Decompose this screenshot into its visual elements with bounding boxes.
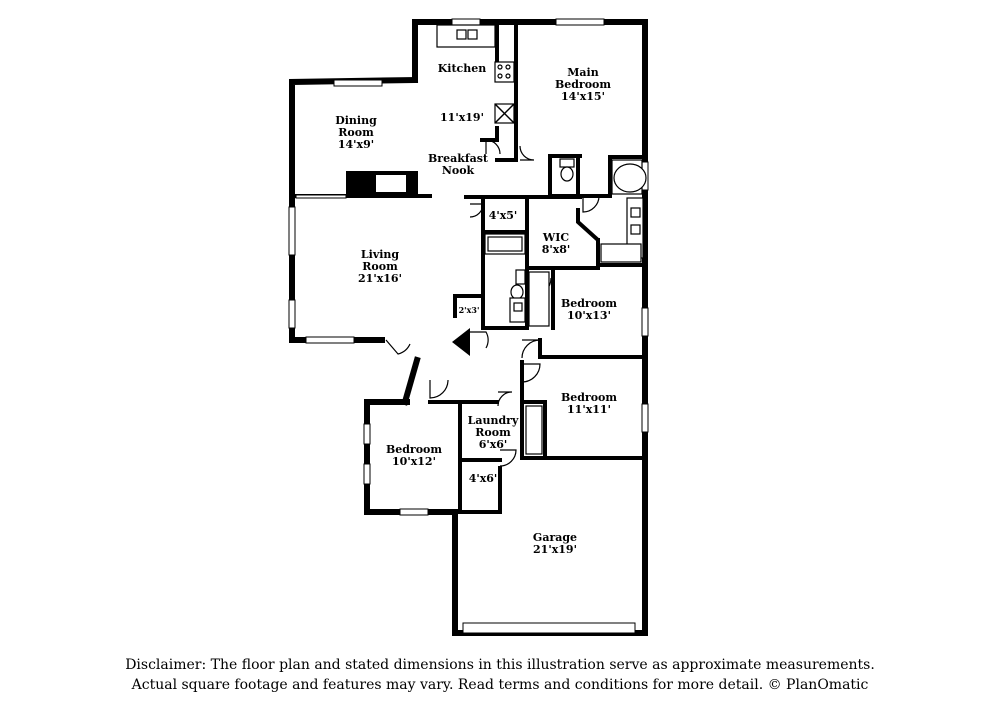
closet-4x6-size: 4'x6' <box>469 472 498 485</box>
floor-plan: Kitchen 11'x19' Main Bedroom 14'x15' Din… <box>288 18 649 636</box>
room-labels: Kitchen 11'x19' Main Bedroom 14'x15' Din… <box>335 62 617 556</box>
bath-fixtures <box>484 158 647 323</box>
bedroom-4-size: 10'x12' <box>392 455 436 468</box>
disclaimer: Disclaimer: The floor plan and stated di… <box>0 655 1000 695</box>
wic-size: 8'x8' <box>542 243 571 256</box>
laundry-size: 6'x6' <box>479 438 508 451</box>
bedroom-3-size: 11'x11' <box>567 403 611 416</box>
dining-name-2: Room <box>338 126 374 139</box>
living-name-2: Room <box>362 260 398 273</box>
laundry-name-1: Laundry <box>468 414 519 427</box>
kitchen-name: Kitchen <box>438 62 487 75</box>
garage-size: 21'x19' <box>533 543 577 556</box>
main-bedroom-name-1: Main <box>567 66 598 79</box>
main-bedroom-name-2: Bedroom <box>555 78 611 91</box>
water-heater <box>452 328 470 356</box>
dining-name-1: Dining <box>335 114 377 127</box>
doors <box>385 139 600 467</box>
garage-name: Garage <box>533 531 577 544</box>
kitchen-fixtures <box>436 24 515 124</box>
main-bedroom-size: 14'x15' <box>561 90 605 103</box>
bedroom-2-name: Bedroom <box>561 297 617 310</box>
closet-2x3-size: 2'x3' <box>459 305 480 315</box>
wic-name: WIC <box>542 231 569 244</box>
laundry-name-2: Room <box>475 426 511 439</box>
breakfast-name-2: Nook <box>442 164 475 177</box>
dining-size: 14'x9' <box>338 138 374 151</box>
disclaimer-line-1: Disclaimer: The floor plan and stated di… <box>125 657 875 673</box>
living-name-1: Living <box>361 248 399 261</box>
disclaimer-line-2: Actual square footage and features may v… <box>131 677 869 693</box>
windows <box>288 18 649 634</box>
bedroom-3-name: Bedroom <box>561 391 617 404</box>
breakfast-name-1: Breakfast <box>428 152 489 165</box>
closet-4x5-size: 4'x5' <box>489 209 518 222</box>
fireplace <box>346 171 418 196</box>
bedroom-2-size: 10'x13' <box>567 309 611 322</box>
living-size: 21'x16' <box>358 272 402 285</box>
bedroom-4-name: Bedroom <box>386 443 442 456</box>
kitchen-size: 11'x19' <box>440 111 484 124</box>
